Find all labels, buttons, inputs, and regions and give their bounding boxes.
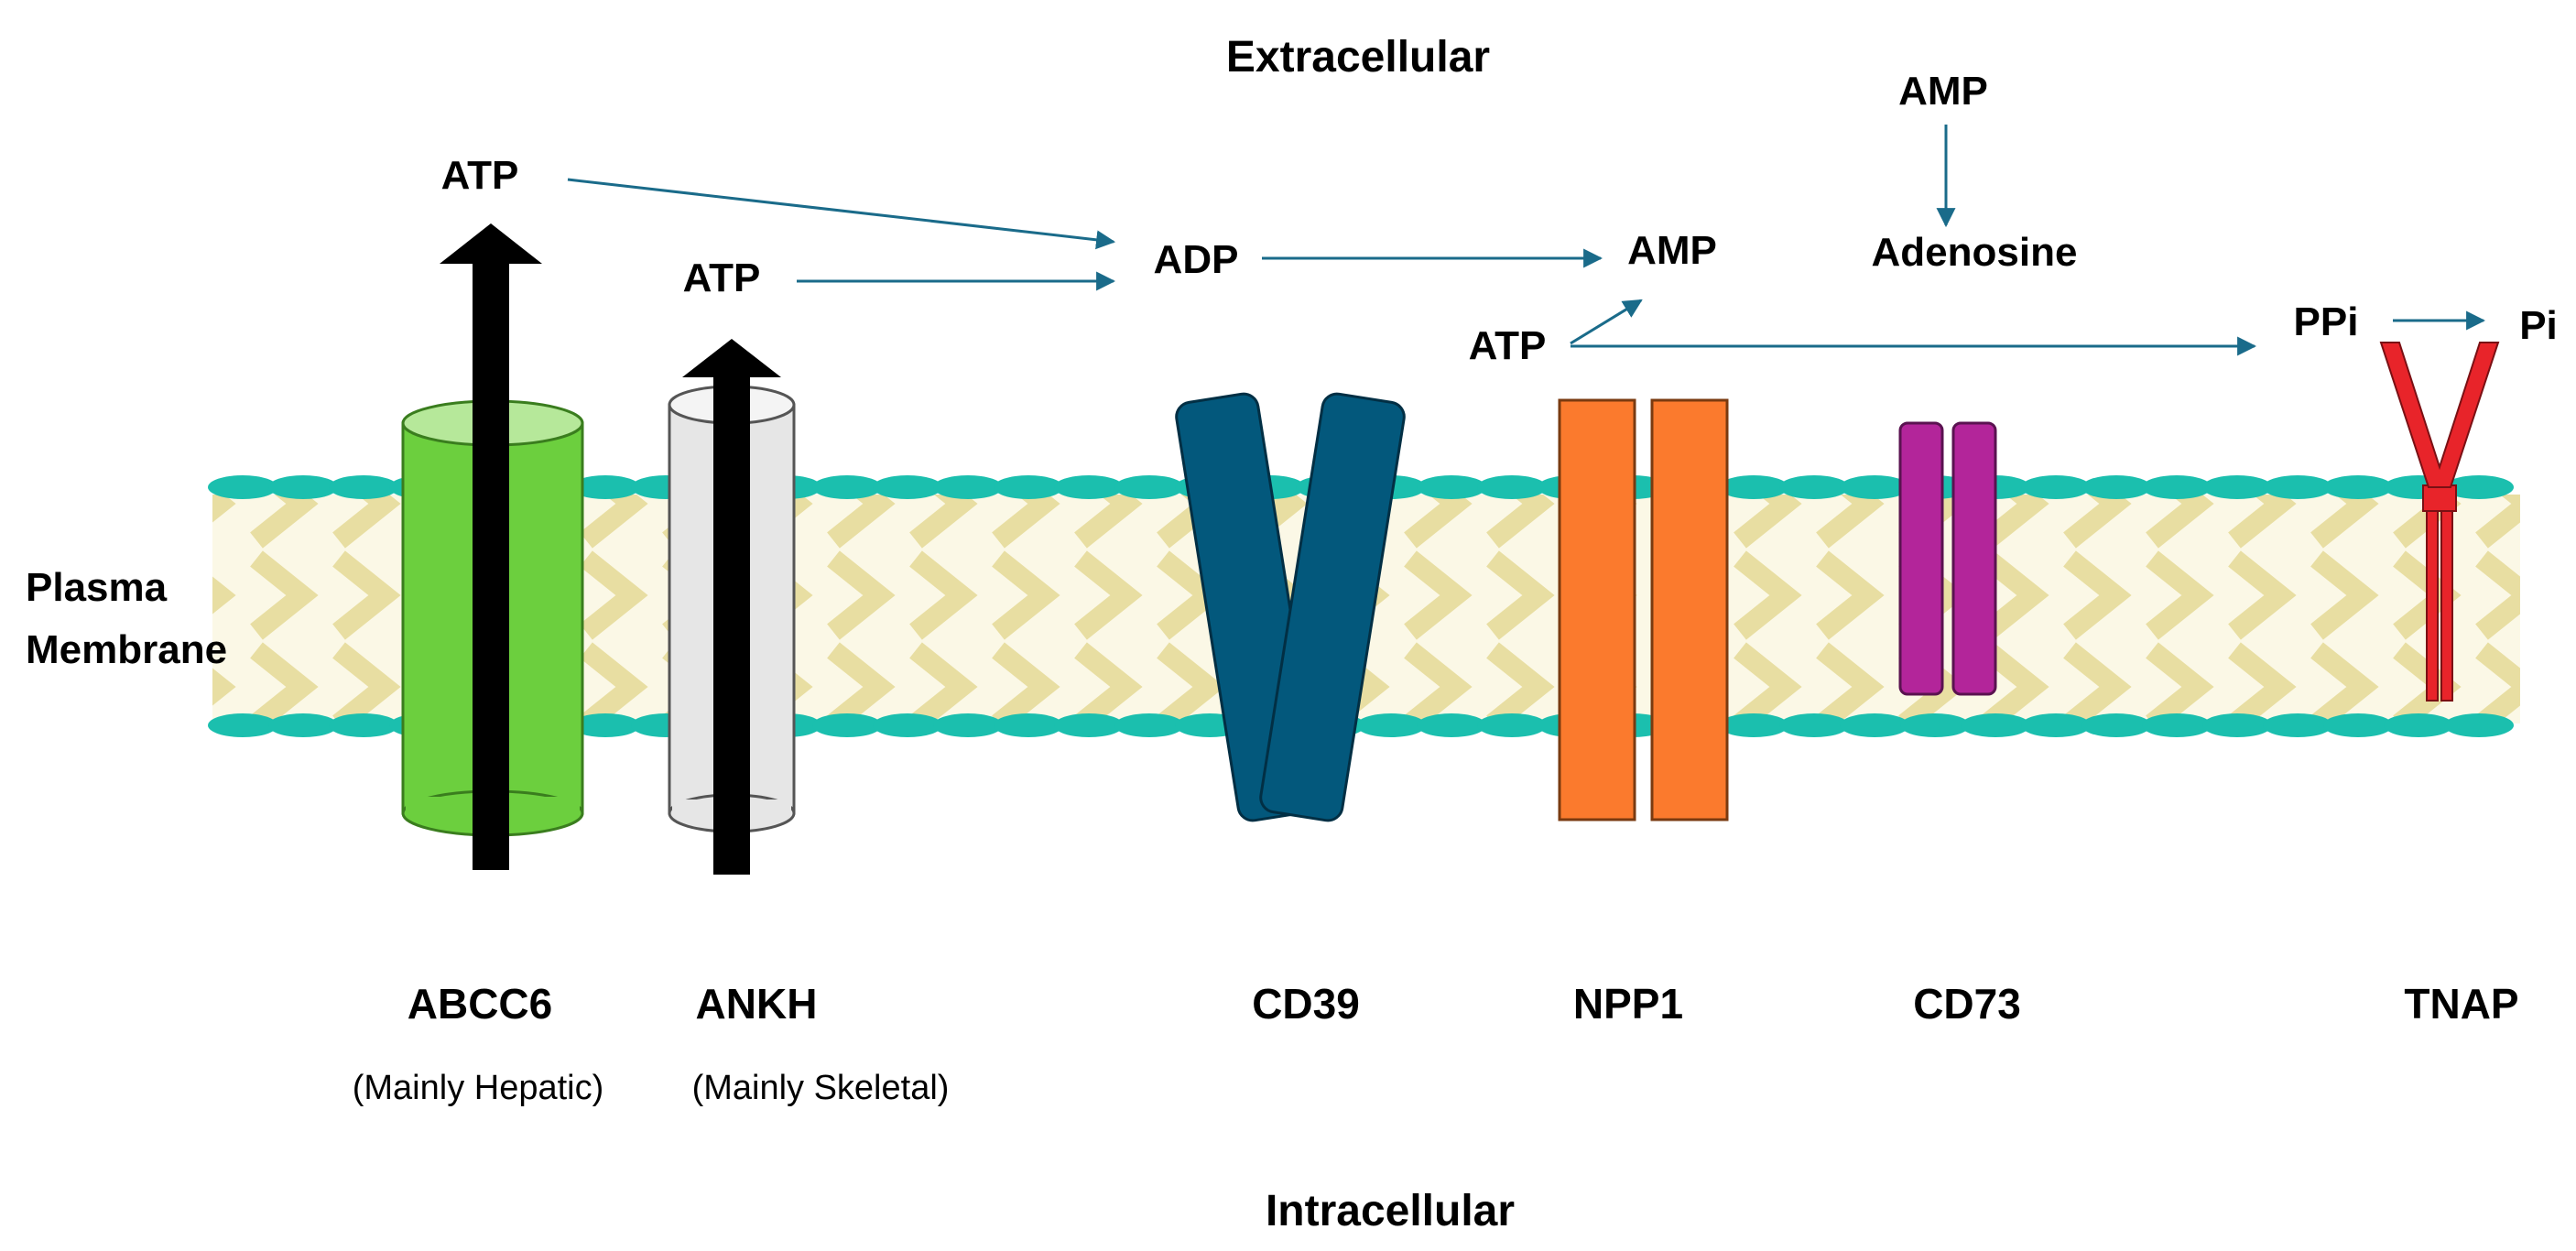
reaction-arrows: [567, 125, 2486, 356]
lipid-head: [1779, 475, 1849, 499]
plasma-membrane-label-line1: Plasma: [26, 565, 168, 610]
lipid-head: [933, 475, 1003, 499]
lipid-head: [2323, 713, 2393, 737]
lipid-head: [1417, 713, 1486, 737]
cd39-enzyme: [1175, 392, 1406, 822]
tnap-enzyme: [2379, 342, 2500, 702]
arrow-atp-to-amp: [1570, 299, 1643, 345]
lipid-head: [873, 713, 942, 737]
intracellular-label: Intracellular: [1266, 1187, 1515, 1235]
ppi-label: PPi: [2294, 299, 2359, 344]
lipid-head: [2142, 475, 2212, 499]
amp-label-npp1: AMP: [1627, 228, 1717, 273]
lipid-head: [571, 713, 640, 737]
lipid-head: [2323, 475, 2393, 499]
cd73-label: CD73: [1913, 980, 2021, 1028]
lipid-head: [1114, 475, 1184, 499]
lipid-head: [1356, 713, 1426, 737]
lipid-head: [1477, 713, 1547, 737]
lipid-head: [329, 713, 398, 737]
lipid-head: [268, 475, 338, 499]
lipid-head: [329, 475, 398, 499]
lipid-head: [873, 475, 942, 499]
adp-label: ADP: [1154, 237, 1239, 282]
lipid-head: [812, 475, 882, 499]
cd73-enzyme: [1898, 421, 1997, 696]
ankh-transport-arrow: [682, 339, 781, 875]
lipid-head: [2444, 713, 2514, 737]
atp-label-ankh: ATP: [683, 256, 761, 300]
lipid-head: [208, 713, 277, 737]
lipid-head: [1114, 713, 1184, 737]
lipid-head: [2444, 475, 2514, 499]
lipid-head: [2263, 475, 2332, 499]
lipid-head: [2081, 713, 2151, 737]
lipid-head: [933, 713, 1003, 737]
amp-label-top: AMP: [1898, 69, 1988, 114]
atp-label-abcc6: ATP: [441, 153, 519, 198]
lipid-head: [812, 713, 882, 737]
abcc6-transport-arrow: [440, 223, 542, 870]
lipid-head: [268, 713, 338, 737]
lipid-head: [1840, 475, 1909, 499]
lipid-head: [2384, 713, 2453, 737]
pi-label: Pi: [2519, 303, 2558, 348]
lipid-head: [2081, 475, 2151, 499]
atp-label-npp1: ATP: [1469, 323, 1547, 368]
lipid-head: [1054, 713, 1124, 737]
lipid-head: [994, 475, 1063, 499]
lipid-head: [1840, 713, 1909, 737]
lipid-head: [208, 475, 277, 499]
lipid-head: [1477, 475, 1547, 499]
tnap-label: TNAP: [2404, 980, 2518, 1028]
lipid-head: [1900, 713, 1970, 737]
adenosine-label: Adenosine: [1872, 230, 2078, 275]
lipid-head: [1719, 475, 1788, 499]
plasma-membrane-label-line2: Membrane: [26, 627, 227, 672]
abcc6-note: (Mainly Hepatic): [353, 1069, 604, 1107]
npp1-enzyme: [1558, 398, 1729, 821]
lipid-head: [571, 475, 640, 499]
lipid-head: [1719, 713, 1788, 737]
extracellular-label: Extracellular: [1226, 33, 1490, 82]
lipid-head: [2021, 475, 2091, 499]
lipid-head: [1417, 475, 1486, 499]
ankh-note: (Mainly Skeletal): [692, 1069, 950, 1107]
lipid-head: [1779, 713, 1849, 737]
lipid-head: [2263, 713, 2332, 737]
lipid-head: [2142, 713, 2212, 737]
lipid-head: [1054, 475, 1124, 499]
abcc6-label: ABCC6: [408, 980, 552, 1028]
lipid-head: [2202, 713, 2272, 737]
arrow-atp-to-adp-upper: [567, 178, 1116, 250]
ankh-label: ANKH: [696, 980, 818, 1028]
lipid-head: [994, 713, 1063, 737]
lipid-head: [2021, 713, 2091, 737]
cd39-label: CD39: [1252, 980, 1360, 1028]
lipid-head: [2202, 475, 2272, 499]
lipid-head: [1961, 713, 2030, 737]
npp1-label: NPP1: [1573, 980, 1683, 1028]
